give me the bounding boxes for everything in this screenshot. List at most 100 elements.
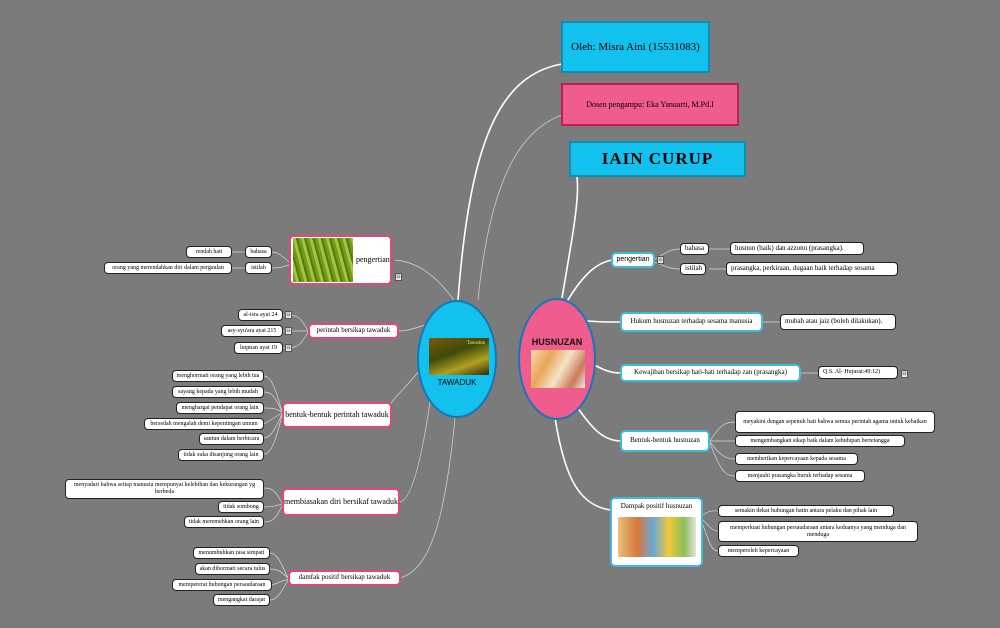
tawaduk-bentuk[interactable]: bentuk-bentuk perintah tawaduk xyxy=(282,402,392,428)
tawaduk-dampak-label: damfak positif bersikap tawaduk xyxy=(298,573,391,582)
husnuzan-kewajiban[interactable]: Kewajiban bersikap hati-hati terhadap za… xyxy=(620,364,801,382)
husnuzan-bentuk-item[interactable]: mengembangkan sikap baik dalam kehidupan… xyxy=(735,435,905,447)
tawaduk-bentuk-item[interactable]: menghargai pendapat orang lain xyxy=(176,402,264,414)
tawaduk-dampak-item[interactable]: menumbuhkan rasa simpati xyxy=(193,547,270,559)
expand-icon[interactable]: ⊟ xyxy=(285,327,292,335)
husnuzan-bentuk-item-text: menjauhi prasangka buruk terhadap sesama xyxy=(747,472,853,479)
tawaduk-dampak-item-text: menumbuhkan rasa simpati xyxy=(198,549,265,556)
tawaduk-membiasakan-item-text: menyadari bahwa setiap manusia mempunyai… xyxy=(73,482,256,495)
husnuzan-image xyxy=(531,350,585,388)
tawaduk-pengertian[interactable]: pengertian xyxy=(289,235,392,285)
tawaduk-membiasakan-item-text: tidak meremehkan orang lain xyxy=(188,518,260,525)
husnuzan-bentuk-item-text: mengembangkan sikap baik dalam kehidupan… xyxy=(750,437,890,444)
tawaduk-bentuk-item[interactable]: bersedah mengalah demi kepentingan umum xyxy=(144,418,264,430)
husnuzan-bentuk-item[interactable]: meyakini dengan sepenuh hati bahwa semua… xyxy=(735,411,935,433)
tawaduk-bentuk-item[interactable]: santun dalam berbicara xyxy=(199,433,264,445)
tawaduk-istilah-label: istilah xyxy=(251,264,266,271)
husnuzan-hukum[interactable]: Hukum husnuzan terhadap sesama manusia xyxy=(620,312,763,332)
tawaduk-label: TAWADUK xyxy=(437,378,477,387)
tawaduk-perintah-item[interactable]: al-isra ayat 24 xyxy=(238,309,283,321)
tawaduk-dampak-item-text: mempererat hubungan persaudaraan xyxy=(178,581,266,588)
tawaduk-pengertian-image xyxy=(293,238,353,282)
husnuzan-bentuk-item[interactable]: memberikan kepercayaan kepada sesama xyxy=(735,453,858,465)
expand-icon[interactable]: ⊟ xyxy=(901,370,908,378)
husnuzan-dampak-item-text: memperkuat hubungan persaudaraan antara … xyxy=(730,524,906,538)
husnuzan-bentuk-label: Bentuk-bentuk husnuzan xyxy=(630,436,700,445)
tawaduk-image-caption: Tawaduk xyxy=(466,341,485,346)
lecturer-box: Dosen pengampu: Eka Yanuarti, M.Pd.I xyxy=(561,83,739,126)
tawaduk-center[interactable]: Tawaduk TAWADUK xyxy=(417,300,497,418)
tawaduk-istilah-value-text: orang yang merendahkan diri dalam pergau… xyxy=(112,264,224,271)
tawaduk-bentuk-label: bentuk-bentuk perintah tawaduk xyxy=(285,409,389,419)
institution-box: IAIN CURUP xyxy=(569,141,746,177)
expand-icon[interactable]: ⊟ xyxy=(657,256,664,264)
husnuzan-kewajiban-label: Kewajiban bersikap hati-hati terhadap za… xyxy=(634,368,787,377)
husnuzan-bahasa-value[interactable]: husnun (baik) dan azzonu (prasangka). xyxy=(730,242,864,255)
tawaduk-bahasa-value[interactable]: rendah hati xyxy=(186,246,232,258)
tawaduk-bentuk-item-text: tidak suka disanjung orang lain xyxy=(183,451,259,458)
husnuzan-bahasa[interactable]: bahasa xyxy=(680,243,709,255)
husnuzan-center[interactable]: HUSNUZAN xyxy=(518,298,596,420)
tawaduk-bahasa[interactable]: bahasa xyxy=(245,246,272,258)
husnuzan-hukum-value[interactable]: mubah atau jaiz (boleh dilakukan). xyxy=(780,314,896,330)
husnuzan-bahasa-value-text: husnun (baik) dan azzonu (prasangka). xyxy=(735,243,844,252)
tawaduk-perintah-item-text: al-isra ayat 24 xyxy=(243,311,278,318)
expand-icon[interactable]: ⊟ xyxy=(395,273,402,281)
husnuzan-kewajiban-value[interactable]: Q.S. Al- Hujurat:49:12) xyxy=(818,366,898,379)
tawaduk-dampak-item[interactable]: mempererat hubungan persaudaraan xyxy=(172,579,272,591)
tawaduk-dampak-item[interactable]: akan dihormati secara tulus xyxy=(195,563,270,575)
husnuzan-bentuk-item[interactable]: menjauhi prasangka buruk terhadap sesama xyxy=(735,470,865,482)
tawaduk-istilah[interactable]: istilah xyxy=(245,262,272,274)
husnuzan-istilah-value[interactable]: prasangka, perkiraan, dugaan baik terhad… xyxy=(726,262,898,276)
lecturer-text: Dosen pengampu: Eka Yanuarti, M.Pd.I xyxy=(586,100,714,109)
tawaduk-bentuk-item-text: menghargai pendapat orang lain xyxy=(181,404,259,411)
husnuzan-hukum-value-text: mubah atau jaiz (boleh dilakukan). xyxy=(785,317,883,326)
tawaduk-dampak-item-text: akan dihormati secara tulus xyxy=(199,565,266,572)
husnuzan-pengertian[interactable]: pengertian xyxy=(611,252,655,268)
institution-text: IAIN CURUP xyxy=(601,149,714,168)
tawaduk-perintah-item[interactable]: luqman ayat 19 xyxy=(234,342,283,354)
tawaduk-membiasakan-label: membiasakan diri bersikaf tawaduk xyxy=(284,496,398,506)
tawaduk-istilah-value[interactable]: orang yang merendahkan diri dalam pergau… xyxy=(104,262,232,274)
tawaduk-bentuk-item[interactable]: tidak suka disanjung orang lain xyxy=(178,449,264,461)
husnuzan-dampak-item[interactable]: semakin dekat hubungan batin antara pela… xyxy=(718,505,894,517)
husnuzan-dampak-image xyxy=(617,516,696,557)
husnuzan-dampak-item-text: semakin dekat hubungan batin antara pela… xyxy=(734,507,878,514)
husnuzan-bentuk-item-text: meyakini dengan sepenuh hati bahwa semua… xyxy=(743,418,927,425)
tawaduk-membiasakan[interactable]: membiasakan diri bersikaf tawaduk xyxy=(282,488,400,516)
tawaduk-membiasakan-item[interactable]: menyadari bahwa setiap manusia mempunyai… xyxy=(65,479,264,499)
tawaduk-bentuk-item-text: menghormati orang yang lebih tua xyxy=(176,372,260,379)
tawaduk-perintah-item-text: asy-syu'ara ayat 215 xyxy=(227,327,277,334)
husnuzan-dampak[interactable]: Dampak positif husnuzan xyxy=(610,497,703,567)
husnuzan-istilah-value-text: prasangka, perkiraan, dugaan baik terhad… xyxy=(731,264,875,273)
husnuzan-dampak-item[interactable]: memperoleh kepercayaan xyxy=(718,545,799,557)
husnuzan-dampak-item[interactable]: memperkuat hubungan persaudaraan antara … xyxy=(718,521,918,542)
husnuzan-istilah[interactable]: istilah xyxy=(680,263,706,275)
tawaduk-dampak-item[interactable]: mengangkat darajat xyxy=(213,594,270,606)
tawaduk-bentuk-item-text: sayang kepada yang lebih mudah xyxy=(178,388,258,395)
tawaduk-bentuk-item[interactable]: menghormati orang yang lebih tua xyxy=(172,370,264,382)
expand-icon[interactable]: ⊟ xyxy=(285,344,292,352)
husnuzan-bentuk-item-text: memberikan kepercayaan kepada sesama xyxy=(747,455,846,462)
husnuzan-bentuk[interactable]: Bentuk-bentuk husnuzan xyxy=(620,430,710,452)
tawaduk-perintah-label: perintah bersikap tawaduk xyxy=(316,326,391,335)
tawaduk-membiasakan-item[interactable]: tidak meremehkan orang lain xyxy=(184,516,264,528)
husnuzan-dampak-label: Dampak positif husnuzan xyxy=(620,502,693,510)
tawaduk-dampak-item-text: mengangkat darajat xyxy=(217,596,266,603)
tawaduk-membiasakan-item-text: tidak sombong xyxy=(223,503,259,510)
tawaduk-bentuk-item-text: santun dalam berbicara xyxy=(203,435,260,442)
tawaduk-bahasa-value-text: rendah hati xyxy=(195,248,223,255)
tawaduk-dampak[interactable]: damfak positif bersikap tawaduk xyxy=(288,570,401,586)
husnuzan-label: HUSNUZAN xyxy=(531,337,583,347)
tawaduk-membiasakan-item[interactable]: tidak sombong xyxy=(218,501,264,513)
tawaduk-image: Tawaduk xyxy=(429,338,489,375)
expand-icon[interactable]: ⊟ xyxy=(285,311,292,319)
tawaduk-bahasa-label: bahasa xyxy=(250,248,267,255)
husnuzan-hukum-label: Hukum husnuzan terhadap sesama manusia xyxy=(630,317,753,326)
husnuzan-istilah-label: istilah xyxy=(685,264,703,273)
author-text: Oleh: Misra Aini (15531083) xyxy=(571,41,700,53)
tawaduk-bentuk-item[interactable]: sayang kepada yang lebih mudah xyxy=(172,386,264,398)
tawaduk-perintah-item[interactable]: asy-syu'ara ayat 215 xyxy=(221,325,283,337)
husnuzan-kewajiban-value-text: Q.S. Al- Hujurat:49:12) xyxy=(823,369,880,376)
tawaduk-perintah[interactable]: perintah bersikap tawaduk xyxy=(308,323,399,339)
